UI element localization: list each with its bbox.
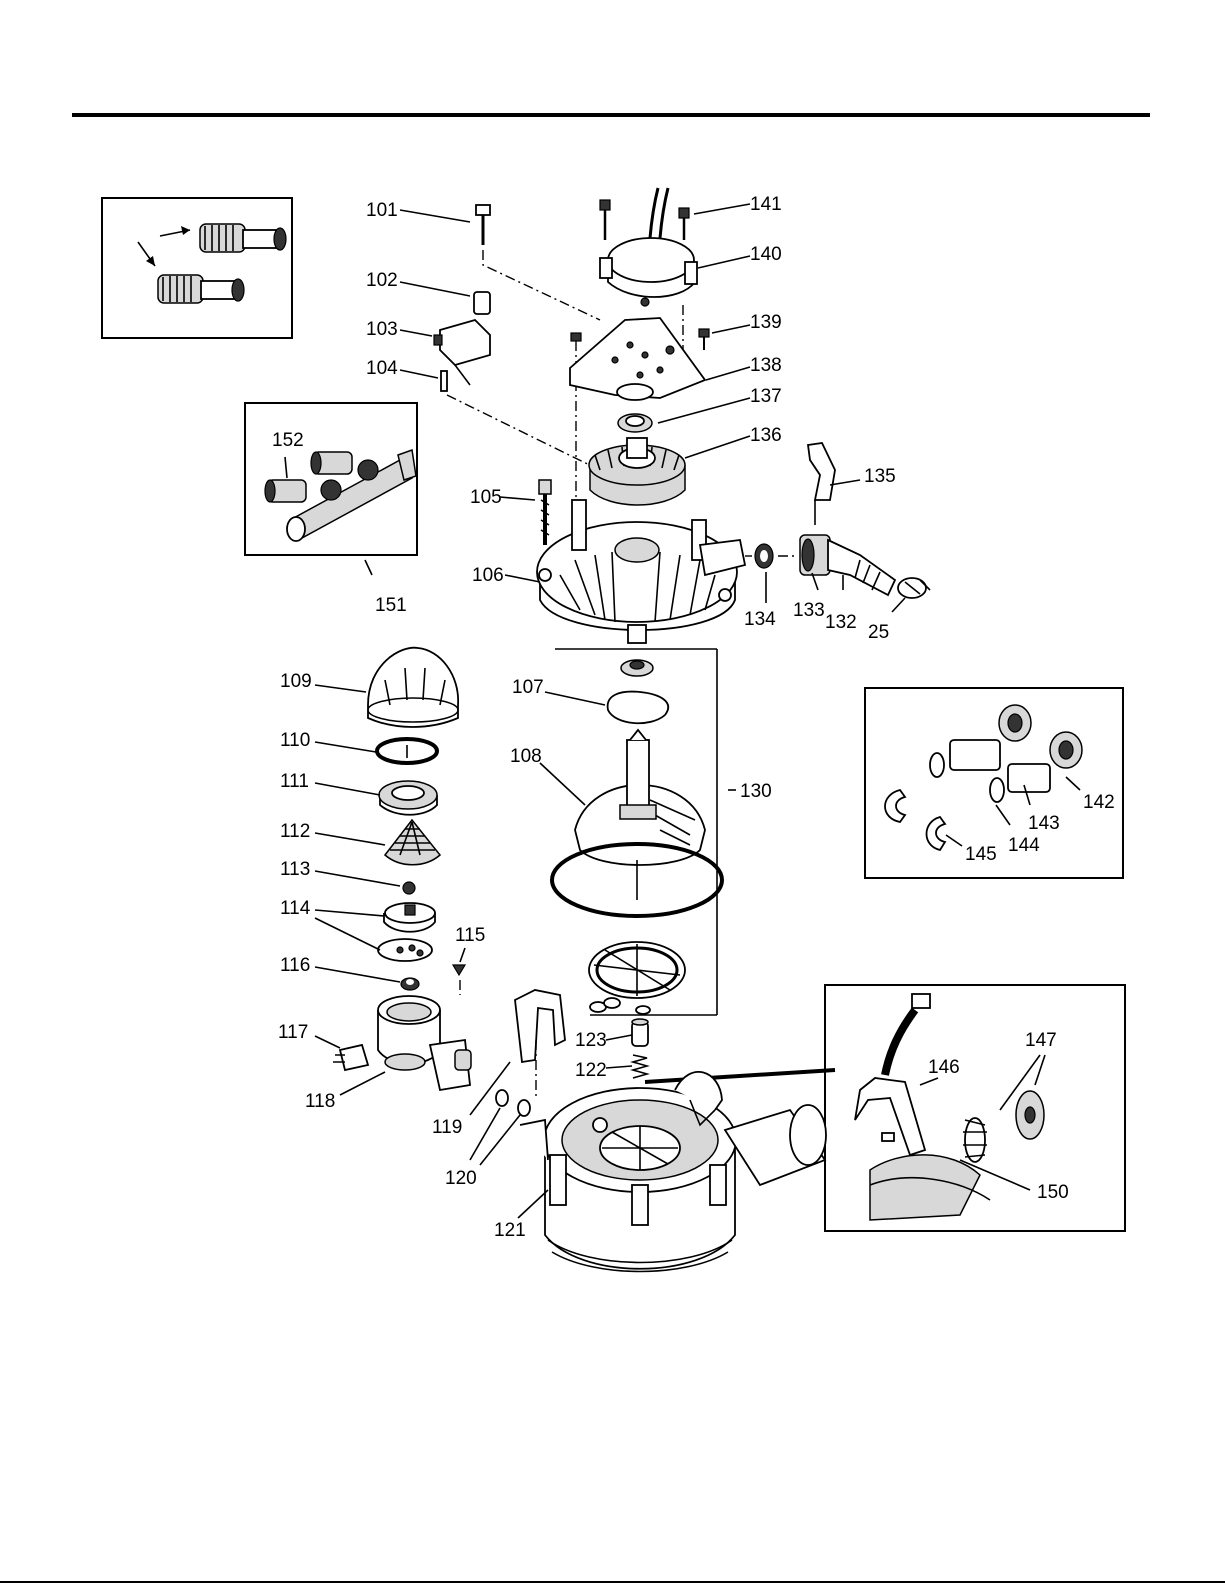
label-140: 140 <box>750 244 782 265</box>
adapter-lower <box>990 732 1082 802</box>
sensor-bracket <box>855 1078 925 1155</box>
label-110: 110 <box>280 730 310 751</box>
nut-116 <box>401 978 419 990</box>
label-115: 115 <box>455 925 485 946</box>
screw-101 <box>476 205 490 245</box>
mounting-plate-138 <box>570 318 705 400</box>
spacer-102 <box>474 292 490 314</box>
label-138: 138 <box>750 355 782 376</box>
motor-140 <box>600 238 697 306</box>
label-121: 121 <box>494 1220 526 1241</box>
label-107: 107 <box>512 677 544 698</box>
outlet-port <box>725 1105 826 1185</box>
ring-111 <box>379 781 437 815</box>
label-120: 120 <box>445 1168 477 1189</box>
label-123: 123 <box>575 1030 607 1051</box>
seal-disc-130 <box>589 942 685 998</box>
label-150: 150 <box>1037 1182 1069 1203</box>
label-151: 151 <box>375 595 407 616</box>
screw-139 <box>699 329 709 350</box>
inset-bypass-fittings <box>102 198 292 338</box>
label-147: 147 <box>1025 1030 1057 1051</box>
label-25: 25 <box>868 622 889 643</box>
nozzle-113 <box>403 882 415 894</box>
label-109: 109 <box>280 671 312 692</box>
valve-cover-106 <box>537 500 745 643</box>
screen-112 <box>385 820 440 865</box>
label-114: 114 <box>280 898 311 919</box>
screw-105 <box>539 480 551 545</box>
label-143: 143 <box>1028 813 1060 834</box>
label-106: 106 <box>472 565 504 586</box>
screw-141-left <box>600 200 610 240</box>
label-102: 102 <box>366 270 398 291</box>
gear-136 <box>589 438 685 505</box>
label-130: 130 <box>740 781 772 802</box>
drain-elbow-132 <box>800 535 895 595</box>
screw-141-right <box>679 208 689 240</box>
label-134: 134 <box>744 609 776 630</box>
label-133: 133 <box>793 600 825 621</box>
label-111: 111 <box>280 771 309 792</box>
clip-135 <box>808 443 835 500</box>
label-108: 108 <box>510 746 542 767</box>
clip-lower <box>927 817 946 850</box>
seal-134 <box>755 544 773 568</box>
label-139: 139 <box>750 312 782 333</box>
nut-top-130 <box>621 660 653 676</box>
label-152: 152 <box>272 430 304 451</box>
clip-119 <box>515 990 565 1062</box>
motor-wires <box>650 188 668 238</box>
label-136: 136 <box>750 425 782 446</box>
label-122: 122 <box>575 1060 607 1081</box>
plate-114 <box>378 939 432 961</box>
label-105: 105 <box>470 487 502 508</box>
label-104: 104 <box>366 358 398 379</box>
label-142: 142 <box>1083 792 1115 813</box>
label-141: 141 <box>750 194 782 215</box>
valve-body-121 <box>520 1072 826 1272</box>
alignment-line <box>483 250 600 320</box>
label-146: 146 <box>928 1057 960 1078</box>
label-113: 113 <box>280 859 310 880</box>
bushing-137 <box>618 414 652 432</box>
label-101: 101 <box>366 200 398 221</box>
label-103: 103 <box>366 319 398 340</box>
hose-clamp-25 <box>898 578 930 598</box>
label-119: 119 <box>432 1117 462 1138</box>
throat-114 <box>384 903 435 932</box>
cap-109 <box>368 648 458 727</box>
label-112: 112 <box>280 821 310 842</box>
plug-117 <box>333 1045 368 1070</box>
orings-small-130 <box>590 998 650 1014</box>
label-132: 132 <box>825 612 857 633</box>
label-144: 144 <box>1008 835 1040 856</box>
inset-turbine <box>825 985 1125 1231</box>
cap-123 <box>632 1019 648 1046</box>
label-137: 137 <box>750 386 782 407</box>
inset-manifold <box>245 403 417 575</box>
turbine-cap <box>1016 1091 1044 1139</box>
sensor-cable <box>885 1010 915 1075</box>
screw-139-left <box>571 333 581 341</box>
turbine-impeller <box>963 1118 987 1162</box>
label-118: 118 <box>305 1091 335 1112</box>
fitting-bottom <box>158 275 244 303</box>
injector-body-118 <box>378 996 471 1090</box>
spring-122 <box>633 1055 647 1078</box>
oring-120b <box>518 1100 530 1116</box>
pin-104 <box>441 371 447 391</box>
fitting-top <box>200 224 286 252</box>
seal-107 <box>608 692 669 724</box>
label-117: 117 <box>278 1022 308 1043</box>
cone-115 <box>453 965 465 975</box>
clip-upper <box>885 790 905 822</box>
oring-120a <box>496 1090 508 1106</box>
label-145: 145 <box>965 844 997 865</box>
label-116: 116 <box>280 955 310 976</box>
leader-to-inset <box>645 1070 835 1082</box>
label-135: 135 <box>864 466 896 487</box>
